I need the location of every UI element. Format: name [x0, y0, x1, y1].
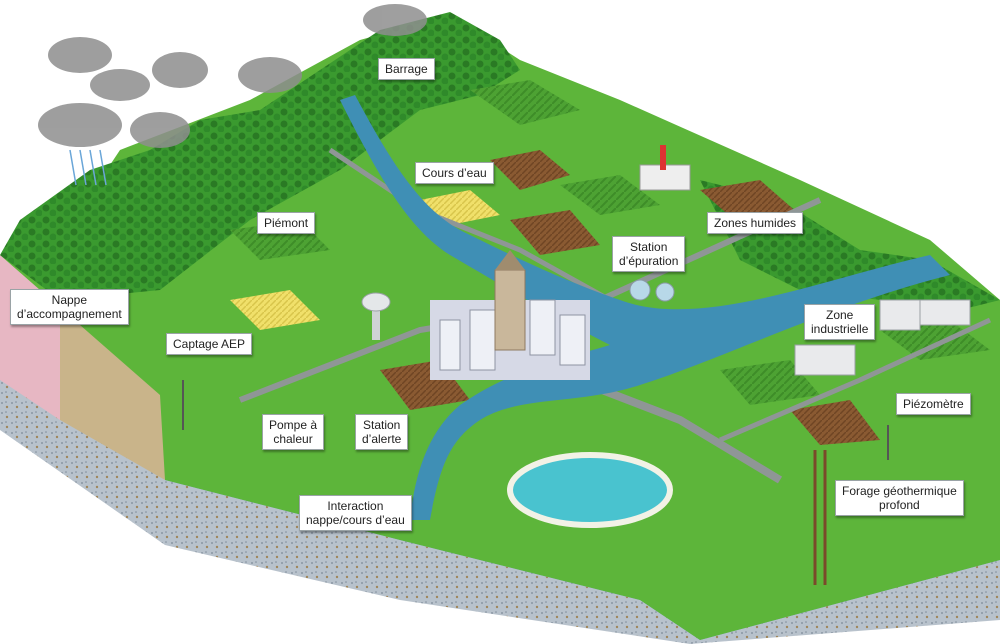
label-captage-aep: Captage AEP [166, 333, 253, 355]
industrial-buildings [794, 299, 971, 376]
field-10 [790, 400, 880, 445]
label-cours-eau: Cours d’eau [415, 162, 494, 184]
gravel-lake [507, 452, 673, 528]
soil-layer [60, 300, 165, 480]
label-nappe-accompagnement: Nappe d’accompagnement [10, 289, 129, 325]
field-7 [230, 290, 320, 330]
label-piemont: Piémont [257, 212, 316, 234]
label-pompe-chaleur: Pompe à chaleur [262, 414, 325, 450]
label-forage: Forage géothermique profond [835, 480, 964, 516]
label-station-alerte: Station d’alerte [355, 414, 409, 450]
road-2 [328, 147, 612, 303]
road-3 [719, 317, 992, 443]
water-tower [361, 292, 391, 340]
treatment-plant [629, 279, 675, 302]
field-4 [510, 210, 600, 255]
rain [69, 149, 107, 186]
label-station-epuration: Station d’épuration [612, 236, 686, 272]
farm [639, 145, 691, 191]
field-1 [470, 80, 580, 125]
bedrock-layer [0, 255, 1000, 644]
field-2 [490, 150, 570, 190]
river [340, 95, 950, 520]
city [430, 250, 590, 380]
forest-hills [0, 12, 520, 300]
label-zones-humides: Zones humides [707, 212, 804, 234]
label-barrage: Barrage [378, 58, 435, 80]
clouds [38, 4, 427, 148]
label-zone-industrielle: Zone industrielle [804, 304, 876, 340]
field-5 [560, 175, 660, 215]
label-piezometre: Piézomètre [896, 393, 971, 415]
label-interaction: Interaction nappe/cours d’eau [299, 495, 412, 531]
